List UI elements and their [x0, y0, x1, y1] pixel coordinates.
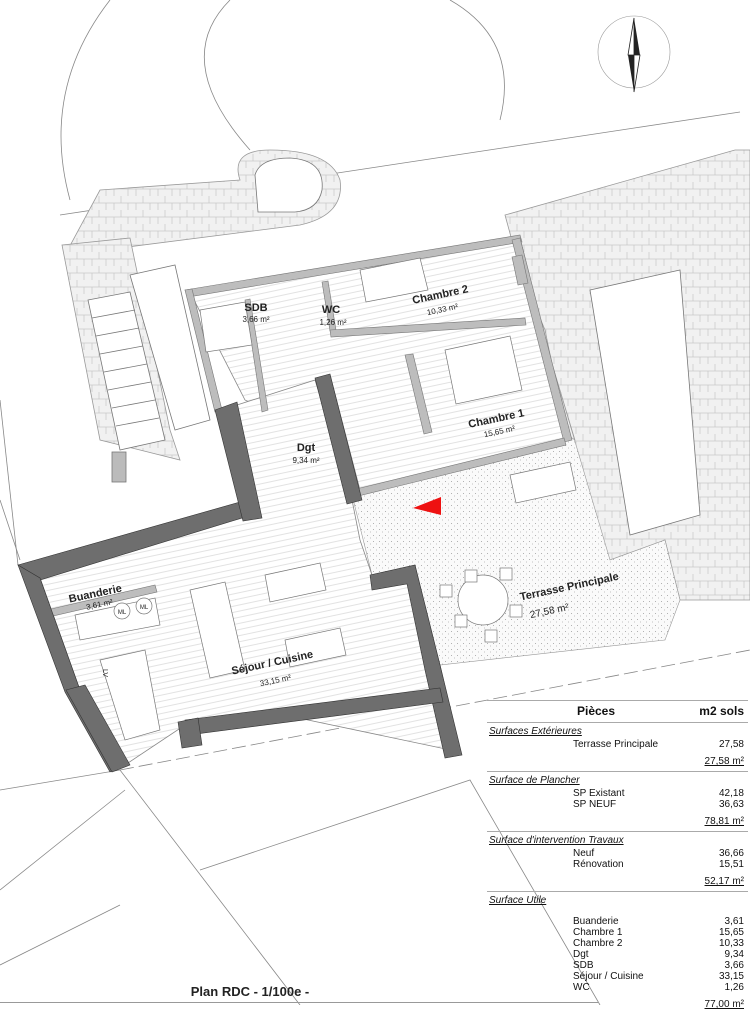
room-label-wc: WC: [322, 304, 340, 316]
section-title: Surface de Plancher: [489, 775, 580, 786]
section-total: 27,58 m²: [487, 750, 748, 772]
svg-text:3,66 m²: 3,66 m²: [242, 315, 269, 324]
view-marker-icon: [413, 497, 441, 515]
svg-text:ML: ML: [140, 605, 149, 611]
svg-text:ML: ML: [118, 610, 127, 616]
section-title: Surface Utile: [489, 895, 547, 906]
svg-text:9,34 m²: 9,34 m²: [292, 456, 319, 465]
section-total: 78,81 m²: [487, 810, 748, 832]
surface-table: Pièces m2 sols Surfaces Extérieures Terr…: [487, 700, 748, 1014]
section-total: 52,17 m²: [487, 870, 748, 892]
section-total: 77,00 m²: [704, 999, 744, 1010]
plan-title: Plan RDC - 1/100e -: [190, 984, 310, 999]
room-label-sdb: SDB: [244, 302, 267, 314]
washing-machines: ML ML LV: [101, 597, 153, 677]
svg-text:LV: LV: [101, 669, 108, 677]
title-underline: [0, 1002, 598, 1003]
section-title: Surfaces Extérieures: [489, 726, 582, 737]
svg-text:1,26 m²: 1,26 m²: [319, 318, 346, 327]
room-label-dgt: Dgt: [297, 442, 316, 454]
stairs: [87, 291, 166, 483]
table-header: Pièces m2 sols: [487, 700, 748, 723]
terrace-table: [457, 574, 509, 626]
north-arrow-icon: [597, 15, 671, 93]
section-title: Surface d'intervention Travaux: [489, 835, 624, 846]
partitions: [37, 234, 573, 620]
pool: [129, 157, 701, 536]
walls: [17, 373, 463, 773]
furniture: [74, 257, 577, 741]
